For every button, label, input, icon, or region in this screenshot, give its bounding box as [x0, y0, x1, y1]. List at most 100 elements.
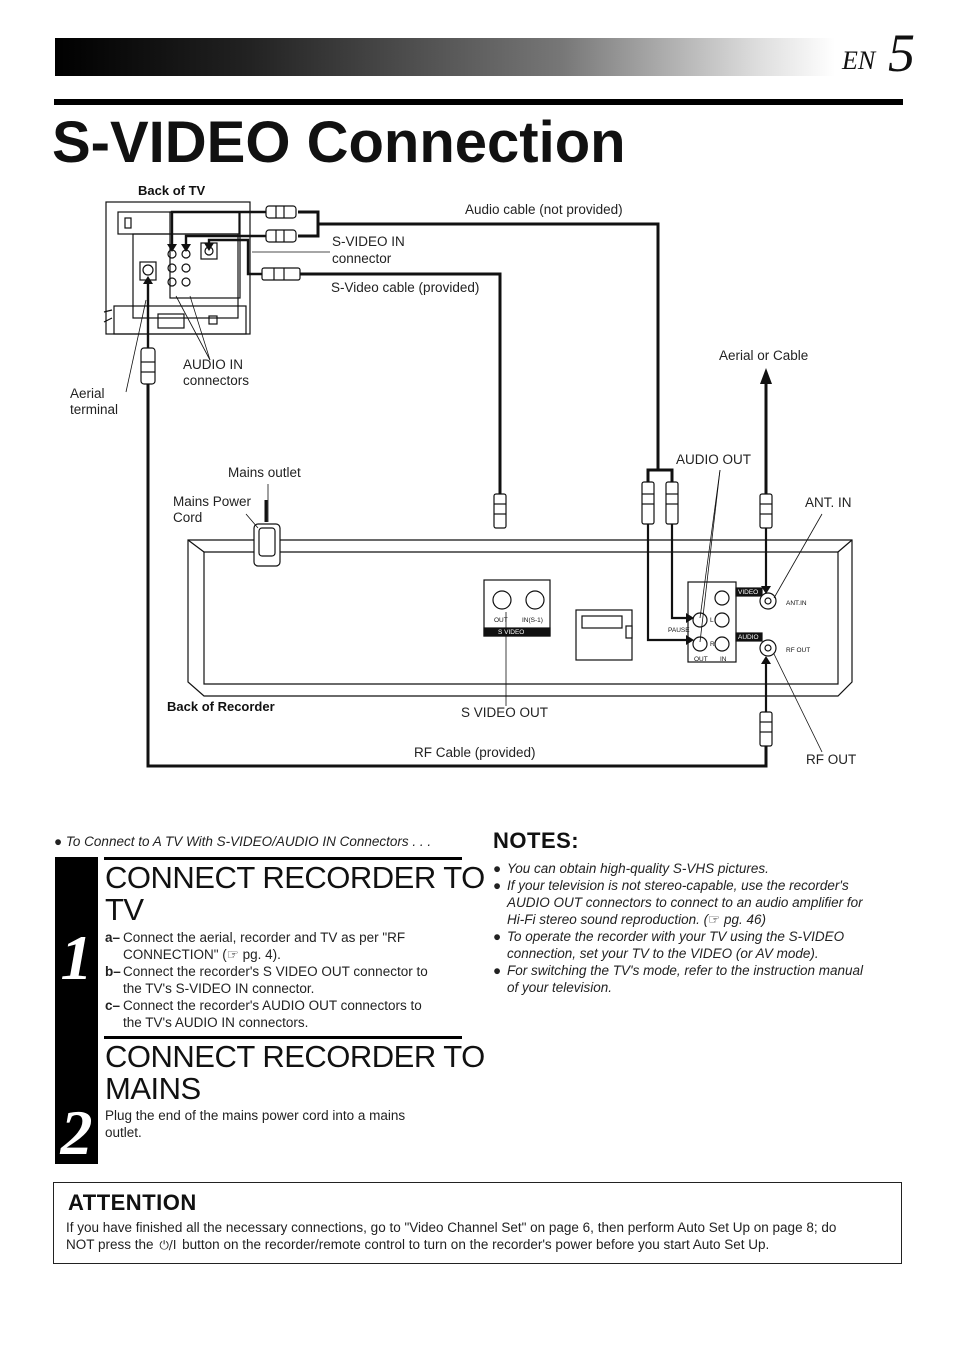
note-item: ● You can obtain high-quality S-VHS pictu…: [493, 860, 903, 877]
item-text-1: Connect the aerial, recorder and TV as p…: [123, 930, 406, 945]
label-back-of-tv: Back of TV: [138, 183, 206, 198]
item-text-1: Connect the recorder's S VIDEO OUT conne…: [123, 964, 428, 979]
notes-list: ● You can obtain high-quality S-VHS pictu…: [493, 860, 903, 996]
label-s-video-out: S VIDEO OUT: [461, 705, 549, 720]
panel-pause-label: PAUSE: [668, 627, 690, 634]
panel-video-label: VIDEO: [738, 589, 758, 596]
step-2-body-2: outlet.: [105, 1125, 142, 1140]
step-1-body: a– Connect the aerial, recorder and TV a…: [105, 929, 465, 1031]
step-2-number: 2: [60, 1097, 93, 1168]
attention-box: [53, 1182, 902, 1264]
item-key: c–: [105, 998, 121, 1013]
recorder-drawing: [187, 523, 853, 697]
note-line: Hi-Fi stereo sound reproduction. (☞ pg. …: [507, 912, 766, 927]
step-1-item-c: c– Connect the recorder's AUDIO OUT conn…: [105, 997, 465, 1031]
power-icon: ⏻/I: [159, 1238, 177, 1252]
aerial-arrow: [760, 368, 772, 384]
panel-l-label: L: [710, 617, 714, 624]
item-text-2: the TV's AUDIO IN connectors.: [123, 1015, 309, 1030]
step-2-number-box: 2: [55, 1038, 98, 1168]
bullet: ●: [54, 834, 66, 849]
step-2-body-1: Plug the end of the mains power cord int…: [105, 1108, 406, 1123]
label-svideo-in-1: S-VIDEO IN: [332, 234, 405, 249]
step-2-heading-2: MAINS: [105, 1071, 201, 1106]
step-1-item-b: b– Connect the recorder's S VIDEO OUT co…: [105, 963, 465, 997]
attention-body: If you have finished all the necessary c…: [66, 1219, 896, 1254]
panel-r-label: R: [710, 641, 715, 648]
intro-label: To Connect to A TV With S-VIDEO/AUDIO IN…: [65, 834, 432, 849]
language-code: EN: [842, 46, 876, 75]
bullet: ●: [493, 878, 502, 893]
step-2-body: Plug the end of the mains power cord int…: [105, 1107, 465, 1141]
label-mains-cord-2: Cord: [173, 510, 203, 525]
panel-rf-out-label: RF OUT: [786, 647, 810, 654]
attention-line-2b: button on the recorder/remote control to…: [182, 1237, 770, 1252]
page-number: 5: [888, 23, 915, 83]
panel-ant-in-label: ANT.IN: [786, 600, 807, 607]
item-text-2: CONNECTION" (☞ pg. 4).: [123, 947, 281, 962]
page-title: S-VIDEO Connection: [52, 110, 626, 175]
label-aerial-terminal-1: Aerial: [70, 386, 105, 401]
label-audio-in-1: AUDIO IN: [183, 357, 244, 372]
attention-title: ATTENTION: [68, 1190, 197, 1215]
step-1-item-a: a– Connect the aerial, recorder and TV a…: [105, 929, 465, 963]
label-aerial-terminal-2: terminal: [70, 402, 119, 417]
label-mains-outlet: Mains outlet: [228, 465, 301, 480]
label-mains-cord-1: Mains Power: [173, 494, 252, 509]
cables: [146, 210, 768, 768]
panel-in2-label: IN: [720, 656, 727, 663]
intro-text: ● To Connect to A TV With S-VIDEO/AUDIO …: [54, 834, 431, 849]
step-1-number-box: 1: [55, 857, 98, 1038]
bullet: ●: [493, 861, 502, 876]
tv-back-drawing: [103, 201, 251, 335]
item-text: Connect the recorder's AUDIO OUT connect…: [123, 997, 422, 1031]
label-audio-out: AUDIO OUT: [676, 452, 752, 467]
item-text: Connect the recorder's S VIDEO OUT conne…: [123, 963, 428, 997]
label-back-of-recorder: Back of Recorder: [167, 699, 275, 714]
label-svideo-cable: S-Video cable (provided): [331, 280, 480, 295]
title-rule: [54, 99, 903, 105]
item-key: b–: [105, 964, 121, 979]
item-key: a–: [105, 930, 121, 945]
panel-s-video-label: S VIDEO: [498, 629, 524, 636]
panel-out-label: OUT: [494, 617, 508, 624]
note-item: ● To operate the recorder with your TV us…: [493, 928, 903, 962]
note-text: You can obtain high-quality S-VHS pictur…: [507, 860, 769, 877]
bullet: ●: [493, 963, 502, 978]
header-gradient-bar: [55, 38, 835, 76]
label-ant-in: ANT. IN: [805, 495, 852, 510]
step-1-heading-2: TV: [105, 892, 144, 927]
label-rf-out: RF OUT: [806, 752, 857, 767]
item-text-1: Connect the recorder's AUDIO OUT connect…: [123, 998, 422, 1013]
connection-diagram: OUT IN(S-1) S VIDEO VIDEO AUDIO ANT.IN R…: [103, 201, 853, 768]
bullet: ●: [493, 929, 502, 944]
panel-in-s1-label: IN(S-1): [522, 617, 543, 624]
note-text: If your television is not stereo-capable…: [507, 877, 863, 928]
notes-title: NOTES:: [493, 828, 580, 853]
panel-out2-label: OUT: [694, 656, 708, 663]
note-line: To operate the recorder with your TV usi…: [507, 929, 845, 944]
step-1-number: 1: [60, 922, 93, 993]
item-text-2: the TV's S-VIDEO IN connector.: [123, 981, 315, 996]
note-line: of your television.: [507, 980, 613, 995]
note-text: For switching the TV's mode, refer to th…: [507, 962, 863, 996]
step-2-rule: [104, 1036, 462, 1039]
attention-line-2a: NOT press the: [66, 1237, 154, 1252]
tv-plugs: [140, 205, 301, 385]
label-rf-cable: RF Cable (provided): [414, 745, 536, 760]
label-audio-in-2: connectors: [183, 373, 250, 388]
note-line: AUDIO OUT connectors to connect to an au…: [507, 895, 863, 910]
label-aerial-or-cable: Aerial or Cable: [719, 348, 809, 363]
item-text: Connect the aerial, recorder and TV as p…: [123, 929, 405, 963]
label-svideo-in-2: connector: [332, 251, 392, 266]
note-item: ● If your television is not stereo-capabl…: [493, 877, 903, 928]
note-line: For switching the TV's mode, refer to th…: [507, 963, 863, 978]
step-1-heading-1: CONNECT RECORDER TO: [105, 860, 485, 895]
note-line: connection, set your TV to the VIDEO (or…: [507, 946, 819, 961]
step-1-rule: [104, 857, 462, 860]
panel-audio-label: AUDIO: [738, 634, 759, 641]
note-item: ● For switching the TV's mode, refer to t…: [493, 962, 903, 996]
note-text: To operate the recorder with your TV usi…: [507, 928, 844, 962]
attention-line-1: If you have finished all the necessary c…: [66, 1220, 837, 1235]
note-line: If your television is not stereo-capable…: [507, 878, 849, 893]
